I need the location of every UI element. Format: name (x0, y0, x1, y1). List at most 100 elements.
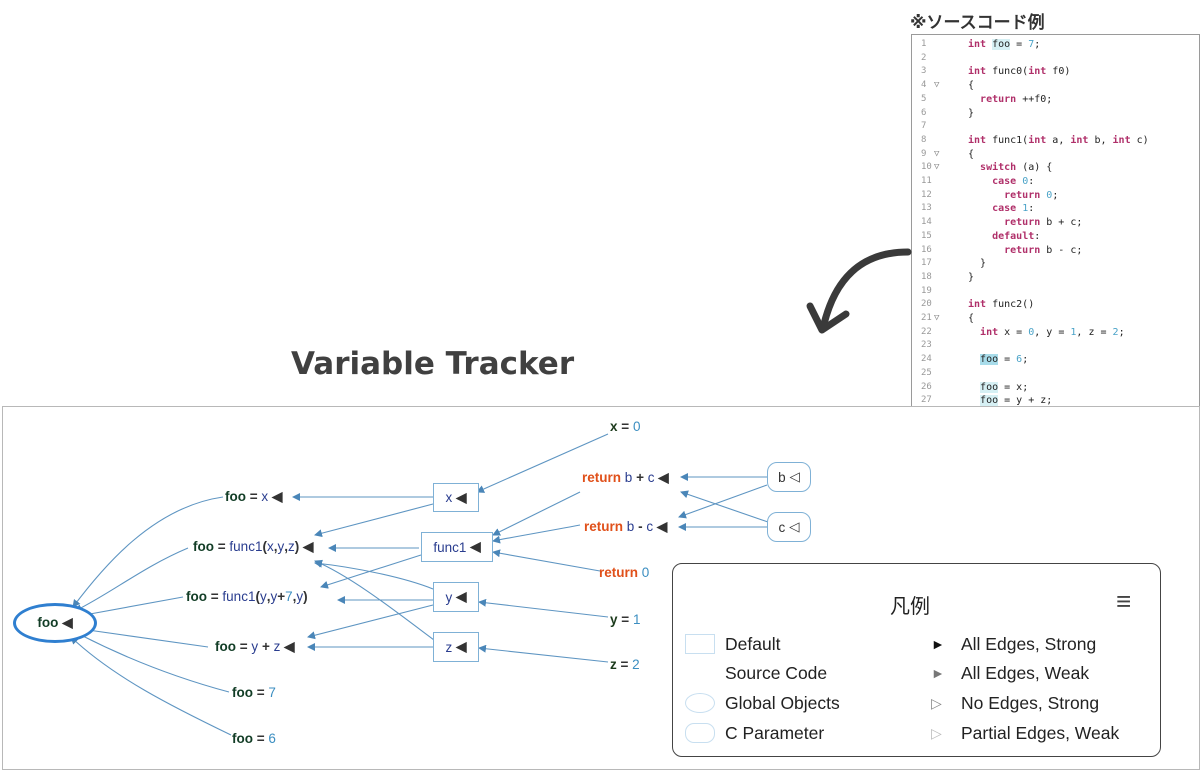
node-foo-eq-y-plus-z[interactable]: foo = y + z ◀ (215, 639, 295, 654)
code-text: return b - c; (1004, 244, 1083, 256)
code-line: 8 int func1(int a, int b, int c) (912, 134, 1199, 148)
node-param-b[interactable]: b ◁ (767, 462, 811, 492)
code-line: 27 foo = y + z; (912, 394, 1199, 408)
expand-arrow-icon: ◀ (656, 519, 668, 534)
code-line: 6} (912, 107, 1199, 121)
swatch-default (685, 634, 715, 654)
line-number: 14 (921, 217, 932, 228)
foo-node[interactable]: foo ◀ (13, 603, 97, 643)
code-line: 26 foo = x; (912, 381, 1199, 395)
legend-panel: 凡例 ≡ Default Source Code Global Objects … (672, 563, 1161, 757)
legend-item-source-code: Source Code (725, 663, 828, 683)
line-number: 3 (921, 66, 927, 77)
fold-toggle-icon[interactable]: ▽ (934, 148, 940, 159)
swatch-c-parameter (685, 723, 715, 743)
code-line: 15 default: (912, 230, 1199, 244)
line-number: 23 (921, 340, 932, 351)
node-foo-eq-x[interactable]: foo = x ◀ (225, 489, 283, 504)
code-text: int func1(int a, int b, int c) (968, 134, 1149, 146)
expand-arrow-icon: ◀ (456, 489, 467, 505)
line-number: 21 (921, 313, 932, 323)
edge-weak-open-icon: ▷ (931, 725, 942, 741)
code-line: 12 return 0; (912, 189, 1199, 203)
line-number: 2 (921, 52, 927, 63)
line-number: 27 (921, 395, 932, 406)
legend-item-global-objects: Global Objects (725, 693, 840, 713)
code-line: 19 (912, 285, 1199, 299)
edge-strong-filled-icon: ► (931, 636, 945, 652)
code-line: 1 int foo = 7; (912, 38, 1199, 52)
node-y-eq-1[interactable]: y = 1 (610, 612, 641, 627)
code-line: 5 return ++f0; (912, 93, 1199, 107)
edge-strong-open-icon: ▷ (931, 695, 942, 711)
node-foo-eq-6[interactable]: foo = 6 (232, 731, 276, 746)
node-box-x[interactable]: x ◀ (433, 483, 479, 512)
curved-arrow-icon (806, 248, 912, 334)
expand-arrow-icon: ◀ (456, 639, 467, 654)
node-box-z[interactable]: z ◀ (433, 632, 479, 662)
code-text: int func0(int f0) (968, 66, 1071, 78)
fold-toggle-icon[interactable]: ▽ (934, 162, 940, 173)
code-text: foo = 6; (980, 354, 1029, 366)
line-number: 18 (921, 271, 932, 282)
line-number: 15 (921, 230, 932, 241)
node-z-eq-2[interactable]: z = 2 (610, 657, 640, 672)
menu-icon[interactable]: ≡ (1116, 586, 1132, 616)
code-text: default: (992, 230, 1041, 242)
line-number: 17 (921, 258, 932, 269)
line-number: 1 (921, 39, 927, 49)
legend-item-c-parameter: C Parameter (725, 723, 825, 743)
line-number: 7 (921, 121, 927, 132)
code-text: case 0: (992, 176, 1035, 187)
code-line: 22 int x = 0, y = 1, z = 2; (912, 326, 1199, 340)
fold-toggle-icon[interactable]: ▽ (934, 80, 940, 91)
code-line: 7 (912, 120, 1199, 134)
code-line: 4▽{ (912, 79, 1199, 93)
node-x-eq-0[interactable]: x = 0 (610, 419, 641, 434)
node-param-c[interactable]: c ◁ (767, 512, 811, 542)
expand-arrow-icon: ◀ (456, 589, 467, 604)
code-text: } (968, 271, 975, 283)
code-line: 18} (912, 271, 1199, 285)
code-text: switch (a) { (980, 162, 1053, 174)
line-number: 5 (921, 93, 927, 104)
line-number: 24 (921, 354, 932, 365)
legend-item-default: Default (725, 634, 781, 654)
node-return-b-minus-c[interactable]: return b - c ◀ (584, 519, 668, 534)
code-line: 10▽ switch (a) { (912, 161, 1199, 175)
line-number: 22 (921, 326, 932, 337)
line-number: 9 (921, 148, 927, 159)
node-box-func1[interactable]: func1 ◀ (421, 532, 493, 562)
code-line: 13 case 1: (912, 202, 1199, 216)
node-foo-eq-func1-xyz[interactable]: foo = func1(x,y,z) ◀ (193, 539, 314, 554)
code-line: 14 return b + c; (912, 216, 1199, 230)
code-text: { (968, 80, 975, 92)
line-number: 13 (921, 203, 932, 214)
fold-toggle-icon[interactable]: ▽ (934, 313, 940, 323)
code-line: 3 int func0(int f0) (912, 65, 1199, 79)
code-text: } (968, 107, 975, 119)
expand-arrow-open-icon: ◁ (789, 519, 800, 534)
expand-arrow-icon: ◀ (271, 489, 283, 504)
code-line: 2 (912, 52, 1199, 66)
code-line: 9 ▽ { (912, 148, 1199, 162)
graph-edges (70, 433, 769, 736)
code-text: { (968, 148, 975, 160)
node-box-y[interactable]: y ◀ (433, 582, 479, 612)
line-number: 8 (921, 134, 927, 145)
node-return-0[interactable]: return 0 (599, 565, 650, 580)
legend-edge-all-strong: All Edges, Strong (961, 634, 1097, 654)
code-text: return b + c; (1004, 217, 1083, 229)
expand-arrow-icon: ◀ (470, 539, 481, 554)
node-foo-eq-7[interactable]: foo = 7 (232, 685, 276, 700)
swatch-global-objects (685, 693, 715, 713)
node-return-b-plus-c[interactable]: return b + c ◀ (582, 470, 669, 485)
code-sample-title: ※ソースコード例 (910, 13, 1045, 33)
code-line: 21▽{ (912, 312, 1199, 326)
code-text: int foo = 7; (968, 39, 1041, 50)
line-number: 12 (921, 189, 932, 200)
line-number: 25 (921, 367, 932, 378)
line-number: 16 (921, 244, 932, 255)
node-foo-eq-func1-yy7y[interactable]: foo = func1(y,y+7,y) (186, 589, 308, 604)
